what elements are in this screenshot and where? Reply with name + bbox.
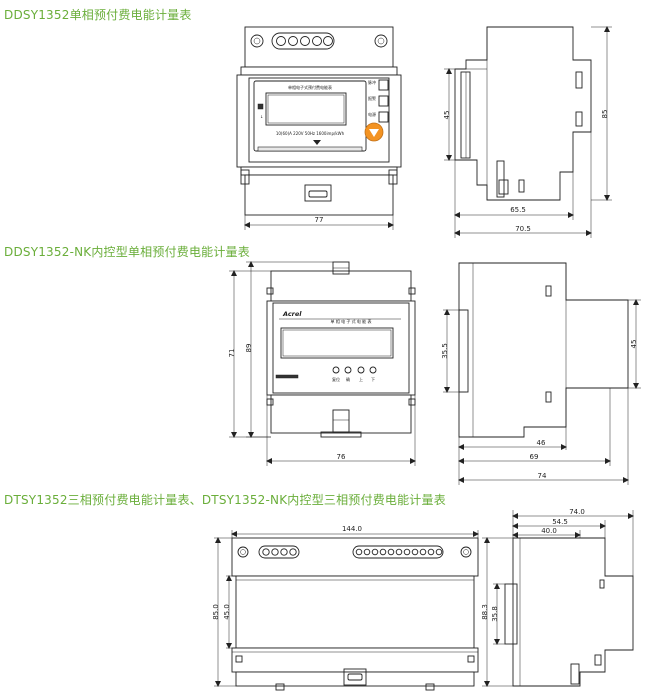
- ddsy1352-nk-front-height-inner-dimension: 89: [245, 344, 253, 353]
- dtsy1352-front-height-inner-dimension: 45.0: [223, 604, 231, 620]
- ddsy1352-nk-front-width-dimension: 76: [337, 453, 346, 461]
- ddsy1352-arrow-indicator: ↓: [260, 114, 263, 119]
- ddsy1352-lcd-bottom-text: 10(60)A 220V 50Hz 1600imp/kWh: [276, 131, 345, 136]
- section-title-ddsy1352-nk: DDSY1352-NK内控型单相预付费电能计量表: [4, 245, 250, 259]
- ddsy1352-nk-front-view: Acrel 单 相 电 子 式 电 能 表 复位 确 上 下 71 89 7: [228, 261, 416, 466]
- ddsy1352-side-height-outer-dimension: 85: [601, 110, 609, 119]
- ddsy1352-side-label-pulse: 脉冲: [368, 79, 376, 85]
- ddsy1352-side-height-inner-dimension: 45: [443, 111, 451, 120]
- ddsy1352-nk-button-label-up: 上: [359, 376, 363, 382]
- ddsy1352-nk-side-view: 35.5 45 46 69 74: [441, 262, 641, 485]
- ddsy1352-nk-lcd-header: 单 相 电 子 式 电 能 表: [331, 318, 372, 324]
- ddsy1352-nk-button-label-confirm: 确: [346, 376, 350, 382]
- dtsy1352-side-depth-outer-dimension: 74.0: [569, 508, 585, 516]
- section-title-dtsy1352: DTSY1352三相预付费电能计量表、DTSY1352-NK内控型三相预付费电能…: [4, 493, 446, 507]
- ddsy1352-side-label-alarm: 报警: [368, 95, 376, 101]
- dtsy1352-front-view: 144.0 85.0 45.0: [212, 525, 479, 691]
- ddsy1352-nk-button-label-down: 下: [371, 377, 375, 382]
- dtsy1352-side-depth-mid-dimension: 54.5: [552, 518, 568, 526]
- ddsy1352-side-depth-outer-dimension: 70.5: [515, 225, 531, 233]
- dtsy1352-front-width-dimension: 144.0: [342, 525, 362, 533]
- ddsy1352-nk-side-height-inner-dimension: 35.5: [441, 343, 449, 359]
- ddsy1352-nk-side-depth-1-dimension: 46: [537, 439, 546, 447]
- ddsy1352-nk-side-depth-3-dimension: 74: [538, 472, 547, 480]
- ddsy1352-orange-button-arrow-icon: [369, 129, 379, 137]
- ddsy1352-front-view: 单相电子式预付费电能表 ↓ 10(60)A 220V 50Hz 1600imp/…: [236, 26, 402, 230]
- dtsy1352-side-height-inner-dimension: 35.8: [491, 606, 499, 622]
- ddsy1352-side-label-power: 电源: [368, 111, 376, 117]
- ddsy1352-side-depth-inner-dimension: 65.5: [510, 206, 526, 214]
- ddsy1352-nk-side-depth-2-dimension: 69: [530, 453, 539, 461]
- ddsy1352-front-width-dimension: 77: [315, 216, 324, 224]
- section-title-ddsy1352: DDSY1352单相预付费电能计量表: [4, 8, 192, 22]
- ddsy1352-nk-side-height-outer-dimension: 45: [630, 340, 638, 349]
- ddsy1352-side-view: 45 85 65.5 70.5: [443, 26, 612, 238]
- dtsy1352-front-height-outer-dimension: 85.0: [212, 604, 220, 620]
- dtsy1352-side-view: 74.0 54.5 40.0 88.3 35.8: [481, 508, 634, 687]
- ddsy1352-down-arrow-icon: [313, 140, 321, 145]
- ddsy1352-nk-front-height-outer-dimension: 71: [228, 349, 236, 358]
- ddsy1352-nk-brand-logo: Acrel: [282, 310, 302, 318]
- ddsy1352-nk-button-label-reset: 复位: [332, 376, 340, 382]
- ddsy1352-lcd-header: 单相电子式预付费电能表: [288, 84, 332, 90]
- dtsy1352-side-height-outer-dimension: 88.3: [481, 604, 489, 620]
- dtsy1352-side-depth-inner-dimension: 40.0: [541, 527, 557, 535]
